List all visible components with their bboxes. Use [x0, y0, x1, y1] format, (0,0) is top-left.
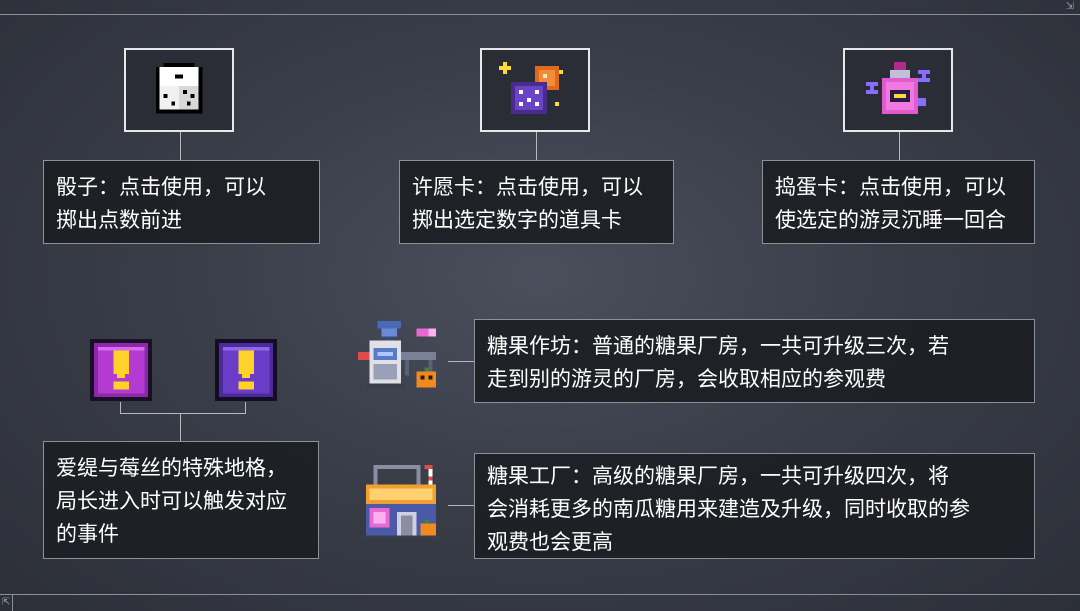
- exclamation-block-purple-icon: [90, 339, 152, 401]
- connector-line: [120, 402, 121, 414]
- connector-line: [448, 361, 474, 362]
- description-line: 使选定的游灵沉睡一回合: [775, 208, 1006, 232]
- top-frame-line: [0, 14, 1080, 15]
- description-line: 掷出选定数字的道具卡: [412, 208, 622, 232]
- mischief-card-icon: [866, 62, 930, 114]
- wish-card-icon: [499, 62, 563, 114]
- description-line: 观费也会更高: [487, 530, 613, 554]
- special-tile-description: 爱缇与莓丝的特殊地格， 局长进入时可以触发对应 的事件: [43, 441, 319, 559]
- description-line: 走到别的游灵的厂房，会收取相应的参观费: [487, 367, 886, 391]
- wish-card-icon-box: [480, 48, 590, 132]
- description-line: 爱缇与莓丝的特殊地格，: [56, 456, 287, 480]
- description-line: 骰子：点击使用，可以: [56, 175, 266, 199]
- candy-factory-description: 糖果工厂：高级的糖果厂房，一共可升级四次，将 会消耗更多的南瓜糖用来建造及升级，…: [474, 453, 1035, 559]
- mischief-card-icon-box: [843, 48, 953, 132]
- connector-line: [536, 132, 537, 160]
- candy-workshop-description: 糖果作坊：普通的糖果厂房，一共可升级三次，若 走到别的游灵的厂房，会收取相应的参…: [474, 319, 1035, 403]
- description-line: 掷出点数前进: [56, 208, 182, 232]
- left-frame-line: [12, 594, 13, 611]
- connector-line: [180, 132, 181, 160]
- exclamation-block-violet-icon: [215, 339, 277, 401]
- dice-icon: [155, 62, 203, 114]
- connector-line: [448, 505, 474, 506]
- corner-mark-icon: ⇲: [1065, 1, 1074, 12]
- description-line: 的事件: [56, 522, 119, 546]
- dice-icon-box: [124, 48, 234, 132]
- description-line: 会消耗更多的南瓜糖用来建造及升级，同时收取的参: [487, 497, 970, 521]
- dice-description: 骰子：点击使用，可以 掷出点数前进: [43, 160, 320, 244]
- corner-mark-icon: ⇱: [2, 597, 11, 608]
- description-line: 局长进入时可以触发对应: [56, 489, 287, 513]
- wish-card-description: 许愿卡：点击使用，可以 掷出选定数字的道具卡: [399, 160, 674, 244]
- description-line: 许愿卡：点击使用，可以: [412, 175, 643, 199]
- candy-workshop-icon: [358, 320, 437, 388]
- description-line: 糖果工厂：高级的糖果厂房，一共可升级四次，将: [487, 464, 949, 488]
- mischief-card-description: 捣蛋卡：点击使用，可以 使选定的游灵沉睡一回合: [762, 160, 1035, 244]
- bottom-frame-line: [0, 594, 1080, 595]
- connector-line: [245, 402, 246, 414]
- candy-factory-icon: [361, 464, 441, 540]
- connector-line: [180, 413, 181, 441]
- connector-line: [120, 413, 246, 414]
- description-line: 糖果作坊：普通的糖果厂房，一共可升级三次，若: [487, 334, 949, 358]
- description-line: 捣蛋卡：点击使用，可以: [775, 175, 1006, 199]
- connector-line: [899, 132, 900, 160]
